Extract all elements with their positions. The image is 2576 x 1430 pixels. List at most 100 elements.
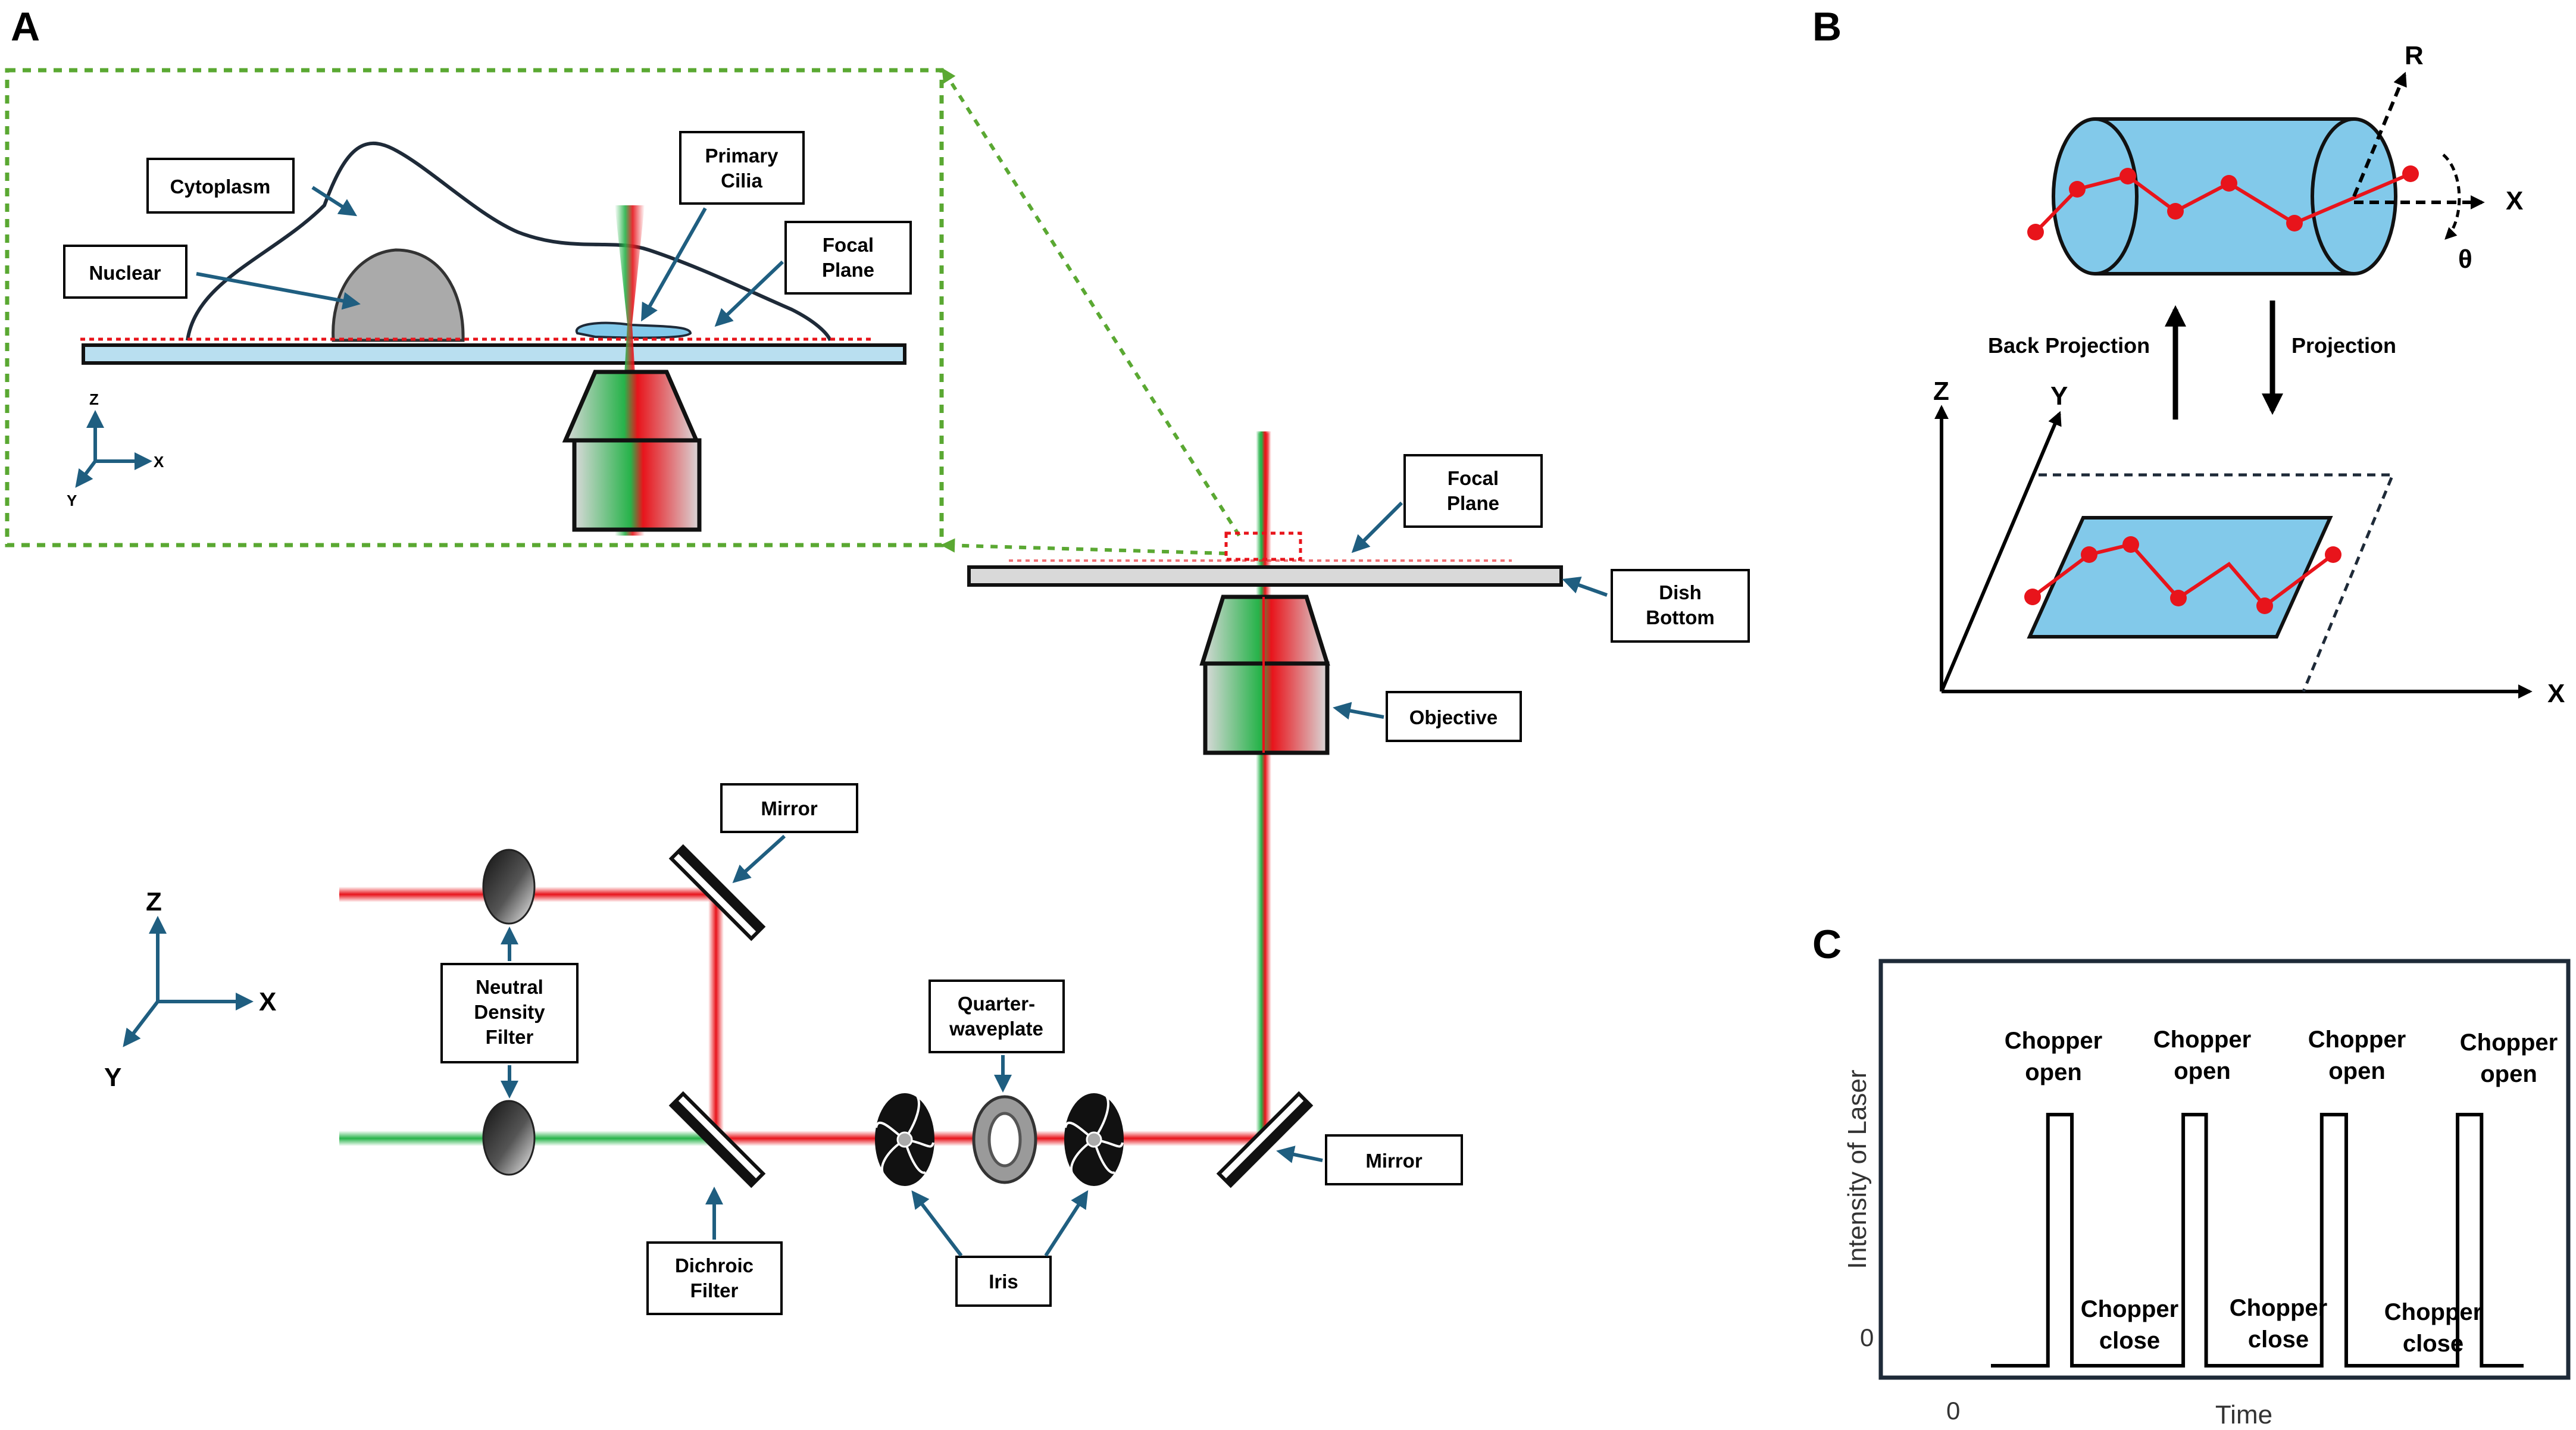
dish-bottom-box	[1611, 569, 1750, 643]
close-annotation-1-line1: Chopper	[2081, 1296, 2178, 1322]
nd-filter-lens-bottom	[482, 1100, 536, 1176]
chart-ylabel: Intensity of Laser	[1843, 1069, 1872, 1269]
objective-label: Objective	[1409, 706, 1498, 728]
inset-focal-plane-label-1: Focal	[823, 234, 874, 256]
b-axis-z-label: Z	[1933, 377, 1949, 406]
close-annotation-3-line2: close	[2403, 1331, 2464, 1357]
mirror-top-box	[720, 783, 858, 833]
inset-axes: Z X Y	[67, 390, 164, 509]
zoom-line-top	[942, 67, 1241, 537]
open-annotation-1-line1: Chopper	[2005, 1028, 2102, 1054]
chart-xlabel: Time	[2215, 1400, 2272, 1429]
nuclear-box	[63, 245, 187, 299]
inset: Cytoplasm Nuclear Primary Cilia Focal Pl…	[5, 67, 1241, 555]
open-annotation-4-line1: Chopper	[2460, 1030, 2558, 1056]
b-axis-y-label: Y	[2050, 381, 2068, 411]
dichroic-label-2: Filter	[690, 1279, 739, 1301]
nuclear-label: Nuclear	[89, 262, 161, 284]
chart-series-line	[1991, 1113, 2524, 1368]
nuclear-arrow	[196, 272, 361, 310]
focal-plane-arrow	[1351, 501, 1403, 553]
dichroic-mirror	[668, 1091, 766, 1188]
cytoplasm-box	[146, 158, 295, 214]
nd-filter-lens-top	[482, 849, 536, 925]
open-annotation-2-line2: open	[2174, 1058, 2231, 1084]
panel-label-b: B	[1812, 4, 1842, 49]
inset-axis-x: X	[154, 453, 164, 471]
focus-cone	[1257, 433, 1270, 559]
dish-bottom-arrow	[1562, 576, 1608, 597]
inset-focal-plane-box	[784, 221, 912, 295]
primary-cilia-arrow	[641, 207, 707, 322]
dish-bottom	[967, 565, 1563, 587]
iris-box	[955, 1256, 1052, 1307]
mirror-top-arrow	[732, 834, 786, 884]
nd-filter-label-1: Neutral	[476, 976, 543, 998]
nd-filter-label-2: Density	[474, 1001, 545, 1023]
quarter-waveplate-label-2: waveplate	[949, 1018, 1043, 1040]
open-annotation-3-line1: Chopper	[2308, 1027, 2406, 1053]
mirror-right	[1216, 1091, 1314, 1188]
close-annotation-1-line2: close	[2099, 1328, 2160, 1354]
open-annotation-1-line2: open	[2025, 1059, 2082, 1085]
mirror-right-box	[1325, 1134, 1463, 1185]
panel-b: R X θ Back Projection Projection Z Y X	[1933, 41, 2565, 708]
focal-plane-box	[1403, 454, 1543, 528]
panel-label-a: A	[11, 4, 40, 49]
b-axis-x-label: X	[2547, 679, 2565, 708]
b-axis-y	[1940, 411, 2062, 693]
dichroic-label-1: Dichroic	[675, 1254, 754, 1276]
focal-plane-label-1: Focal	[1448, 467, 1499, 489]
cell-outline	[186, 142, 832, 342]
dish-bottom-label-2: Bottom	[1646, 606, 1714, 628]
mirror-right-label: Mirror	[1365, 1150, 1423, 1172]
projection-sheet	[2027, 516, 2333, 639]
main-axis-x: X	[259, 987, 276, 1016]
inset-objective-top	[562, 370, 700, 443]
focal-plane-label-2: Plane	[1447, 492, 1499, 514]
open-annotation-4-line2: open	[2480, 1061, 2537, 1087]
theta-label: θ	[2458, 245, 2472, 274]
inset-coverslip	[82, 343, 906, 365]
inset-axis-y: Y	[67, 492, 77, 509]
chart-frame	[1878, 959, 2571, 1380]
nd-filter-box	[440, 963, 579, 1063]
cytoplasm-label: Cytoplasm	[170, 176, 271, 198]
back-projection-label: Back Projection	[1988, 333, 2150, 358]
inset-axis-z: Z	[89, 390, 99, 408]
r-label: R	[2405, 41, 2424, 70]
open-annotation-3-line2: open	[2328, 1058, 2386, 1084]
primary-cilia-label-1: Primary	[705, 145, 779, 167]
open-annotation-2-line1: Chopper	[2153, 1027, 2251, 1053]
inset-border	[5, 68, 944, 547]
close-annotation-2-line2: close	[2248, 1326, 2309, 1353]
objective-body	[1203, 661, 1330, 755]
chart-xtick-0: 0	[1946, 1397, 1960, 1425]
close-annotation-3-line1: Chopper	[2384, 1299, 2482, 1325]
main-axis-y: Y	[104, 1063, 121, 1092]
panel-c-chart: Intensity of Laser Time 0 0 Chopper open…	[1843, 959, 2571, 1429]
theta-arc	[2442, 154, 2461, 240]
quarter-waveplate-label-1: Quarter-	[958, 993, 1035, 1015]
zoom-line-bottom	[940, 538, 1227, 555]
optical-setup: Focal Plane Dish Bottom Objective Mirror…	[104, 431, 1750, 1315]
focal-region	[1224, 531, 1302, 561]
primary-cilia-box	[679, 131, 805, 205]
quarter-waveplate	[972, 1095, 1037, 1184]
iris-arrow-right	[1044, 1190, 1089, 1257]
close-annotation-2-line1: Chopper	[2230, 1295, 2327, 1321]
red-beam-down	[708, 893, 724, 1143]
x-top-label: X	[2506, 186, 2523, 215]
inset-focal-plane-arrow	[714, 260, 784, 327]
panel-label-c: C	[1812, 922, 1842, 967]
iris-arrow-left	[911, 1190, 963, 1257]
inset-focal-plane-label-2: Plane	[822, 259, 874, 281]
chart-ytick-0: 0	[1860, 1323, 1874, 1351]
r-axis	[2352, 71, 2407, 198]
mirror-right-arrow	[1276, 1146, 1323, 1163]
nd-filter-label-3: Filter	[486, 1026, 534, 1048]
projection-label: Projection	[2291, 333, 2396, 358]
primary-cilium	[575, 321, 692, 339]
quarter-waveplate-box	[929, 980, 1065, 1053]
